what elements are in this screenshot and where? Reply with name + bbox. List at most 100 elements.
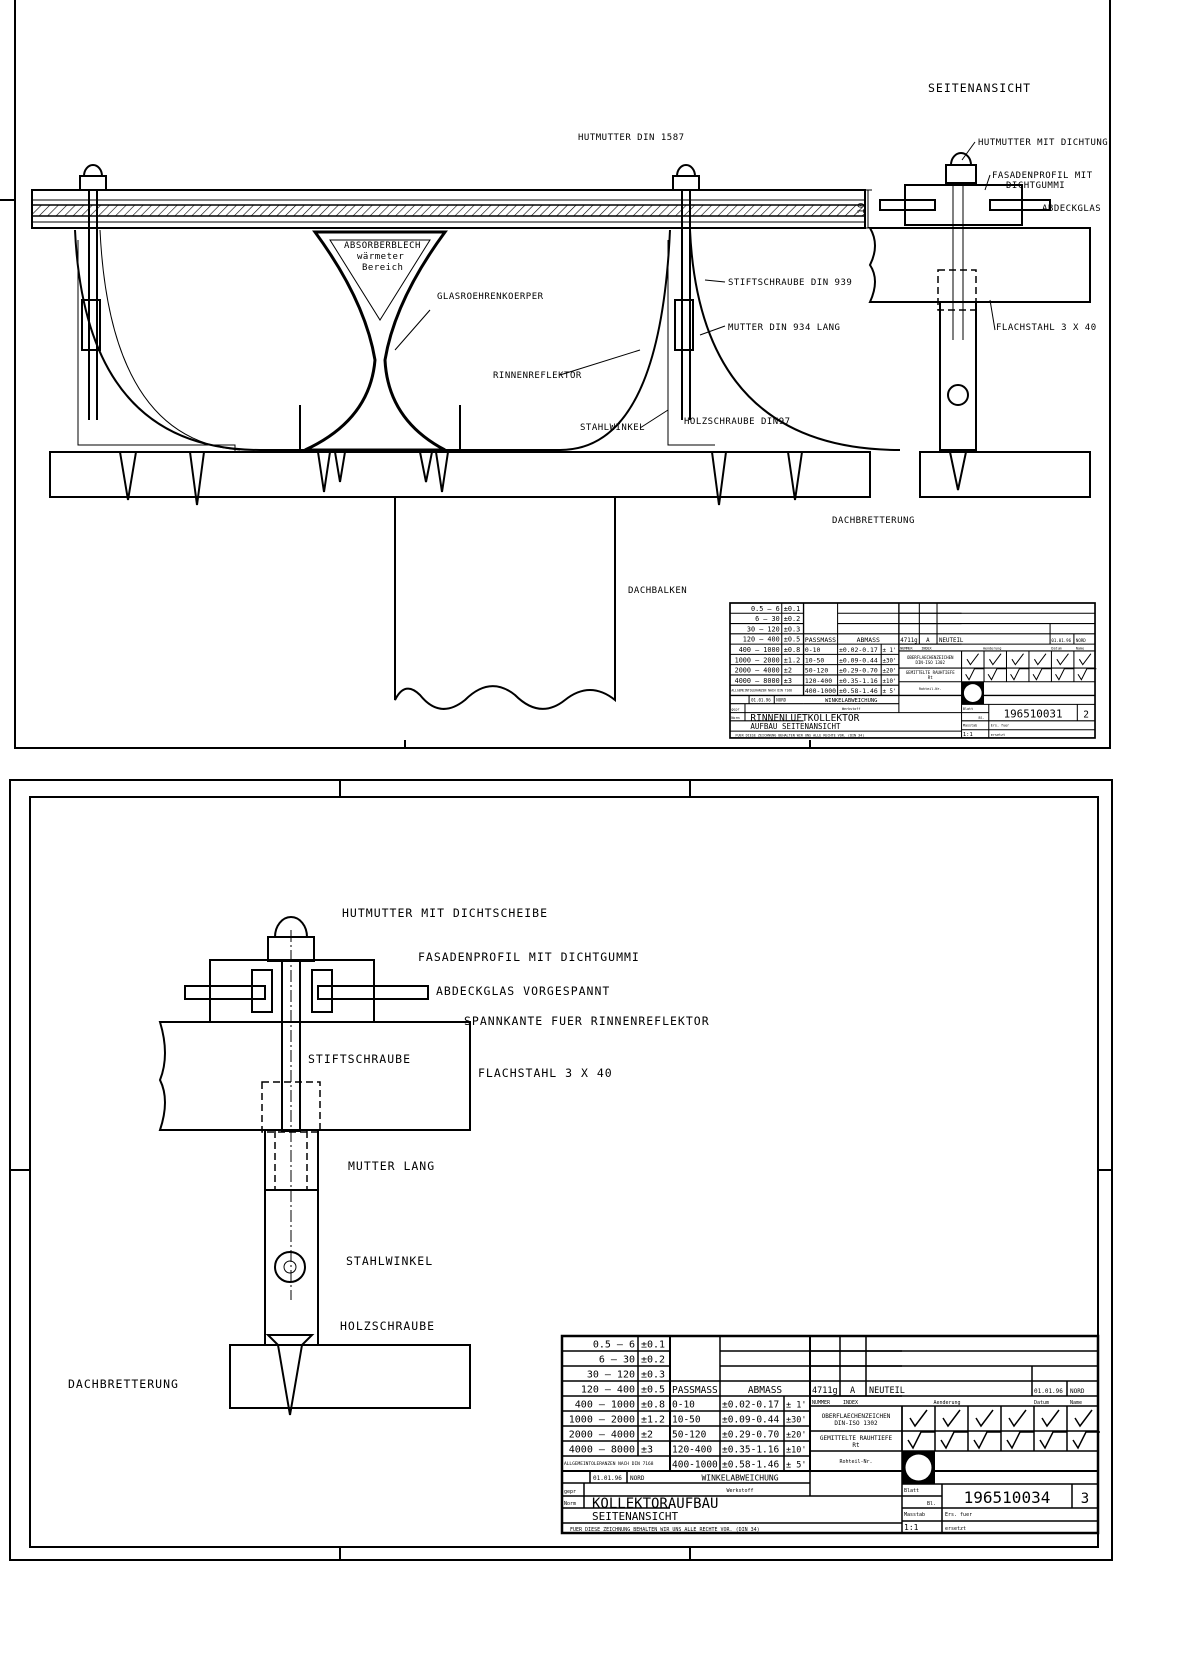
sheet-2-inner-frame: [29, 796, 1099, 1548]
wood-screws: [119, 451, 803, 506]
label-flachstahl: FLACHSTAHL 3 X 40: [996, 323, 1097, 333]
steel-angle-right: [667, 240, 715, 446]
massstab-label: Masstab: [904, 1512, 925, 1518]
drawer-name: NORD: [776, 698, 786, 703]
cover-glass-left: [184, 985, 266, 1000]
label-rinnenreflektor: RINNENREFLEKTOR: [493, 371, 582, 381]
passmass-range: 0-10: [805, 646, 821, 654]
copyright-note: FUER DIESE ZEICHNUNG BEHALTEN WIR UNS AL…: [735, 734, 864, 738]
abmass-value: ±0.58-1.46: [722, 1460, 779, 1471]
bl-label: Bl.: [979, 716, 985, 720]
tolerance-range: 1000 — 2000: [569, 1415, 635, 1426]
roughness-symbol-icon: [1077, 668, 1097, 681]
waermeter-label: wärmeter: [357, 252, 404, 262]
neuteil-label: NEUTEIL: [939, 638, 964, 644]
oberflaeche-label: OBERFLAECHENZEICHEN: [822, 1413, 891, 1420]
abmass-value: ±0.58-1.46: [839, 687, 878, 695]
steel-angle-left: [77, 240, 236, 452]
roof-beam: [394, 496, 616, 710]
tolerance-range: 2000 — 4000: [569, 1430, 635, 1441]
tolerance-value: ±0.5: [784, 636, 800, 644]
label-dachbretterung: DACHBRETTERUNG: [68, 1377, 179, 1391]
winkelabweichung-label: WINKELABWEICHUNG: [825, 698, 877, 704]
passmass-range: 0-10: [672, 1400, 695, 1411]
label-stiftschraube: STIFTSCHRAUBE: [308, 1052, 411, 1066]
angle-tolerance: ±20': [883, 669, 897, 675]
roughness-symbol-icon: [965, 668, 985, 681]
passmass-range: 120-400: [805, 677, 832, 685]
change-name: NORD: [1070, 1388, 1085, 1395]
neuteil-label: NEUTEIL: [869, 1386, 905, 1396]
label-abdeckglas: ABDECKGLAS: [1042, 204, 1101, 214]
surface-symbol-icon: [1033, 653, 1047, 666]
abmass-value: ±0.35-1.16: [839, 677, 878, 685]
roughness-symbol-icon: [1039, 1431, 1067, 1450]
title-block-frame: [560, 1334, 1100, 1535]
tolerance-value: ±0.8: [641, 1400, 665, 1411]
tolerance-range: 30 — 120: [747, 625, 780, 633]
nummer-label: NUMMER: [900, 647, 913, 651]
label-fasadenprofil: FASADENPROFIL MIT: [992, 171, 1093, 181]
name-label: Name: [1076, 647, 1084, 651]
tolerance-value: ±0.2: [641, 1355, 665, 1366]
aenderung-label: Aenderung: [933, 1400, 960, 1406]
roughness-symbol-icon: [1072, 1431, 1100, 1450]
label-dichtgummi: DICHTGUMMI: [1006, 181, 1065, 191]
passmass-header: PASSMASS: [672, 1385, 718, 1396]
surface-symbol-icon: [1041, 1409, 1060, 1428]
bl-label: Bl.: [927, 1501, 936, 1507]
projection-circle-icon: [963, 684, 982, 702]
tolerance-note: ALLGEMEINTOLERANZEN NACH DIN 7168: [564, 1461, 654, 1467]
tolerance-value: ±0.2: [784, 615, 800, 623]
massstab-label: Masstab: [963, 723, 977, 727]
ersetzt-label: ersetzt: [945, 1526, 966, 1532]
sheet-1: SEITENANSICHT 10: [0, 0, 1111, 749]
din-iso-label: DIN-ISO 1302: [834, 1420, 878, 1427]
label-stahlwinkel: STAHLWINKEL: [580, 423, 645, 433]
tolerance-range: 1000 — 2000: [735, 656, 780, 664]
werkstoff-label: Werkstoff: [726, 1488, 753, 1494]
surface-symbol-icon: [1011, 653, 1024, 666]
passmass-range: 400-1000: [672, 1460, 718, 1471]
label-fasadenprofil: FASADENPROFIL MIT DICHTGUMMI: [418, 950, 640, 964]
cap-nut-right: [672, 164, 700, 420]
label-abdeckglas: ABDECKGLAS VORGESPANNT: [436, 984, 610, 998]
roughness-symbol-icon: [1010, 668, 1029, 681]
tolerance-value: ±3: [641, 1445, 653, 1456]
blatt-label: Blatt: [904, 1488, 919, 1494]
change-name: NORD: [1076, 638, 1086, 643]
sheet-1-frame: [14, 0, 1111, 749]
absorber-label: ABSORBERBLECH: [344, 241, 421, 251]
tolerance-value: ±3: [784, 677, 792, 685]
abmass-header: ABMASS: [857, 636, 880, 644]
winkelabweichung-label: WINKELABWEICHUNG: [701, 1474, 778, 1483]
label-hutmutter: HUTMUTTER MIT DICHTSCHEIBE: [342, 906, 548, 920]
tolerance-range: 120 — 400: [581, 1385, 635, 1396]
abmass-header: ABMASS: [748, 1385, 783, 1396]
tolerance-range: 400 — 1000: [575, 1400, 635, 1411]
passmass-range: 50-120: [672, 1430, 707, 1441]
part-id: 4711g: [900, 638, 917, 644]
surface-symbol-icon: [1074, 1409, 1093, 1428]
tolerance-value: ±1.2: [641, 1415, 665, 1426]
index-label: INDEX: [921, 647, 932, 651]
bereich-label: Bereich: [362, 263, 403, 273]
aenderung-label: Aenderung: [983, 647, 1001, 651]
passmass-range: 10-50: [672, 1415, 701, 1426]
nummer-label: NUMMER: [812, 1400, 831, 1406]
tolerance-range: 400 — 1000: [739, 646, 780, 654]
part-id: 4711g: [812, 1386, 838, 1396]
oberflaeche-label: OBERFLAECHENZEICHEN: [907, 655, 954, 660]
tolerance-range: 0.5 — 6: [751, 605, 780, 613]
roof-boarding: [49, 451, 871, 498]
gepr-label: gepr: [564, 1489, 576, 1495]
roughness-symbol-icon: [1006, 1431, 1034, 1450]
date: 01.01.96: [751, 698, 771, 703]
norm-label: Norm: [564, 1501, 576, 1507]
change-date: 01.01.96: [1034, 1388, 1063, 1395]
label-mutter: MUTTER LANG: [348, 1159, 435, 1173]
rohteil-label: Rohteil-Nr.: [839, 1459, 872, 1465]
surface-symbol-icon: [1078, 653, 1092, 666]
angle-tolerance: ± 5': [883, 689, 897, 695]
